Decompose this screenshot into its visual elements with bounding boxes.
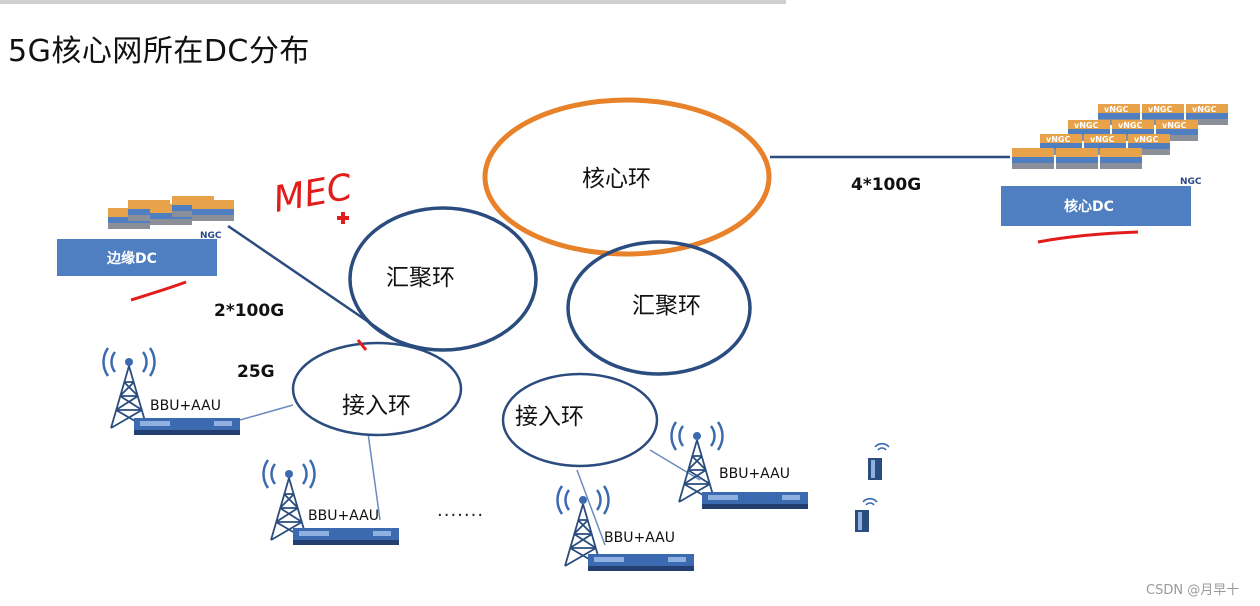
edge-link-speed: 2*100G — [214, 301, 284, 321]
edge-dc-box — [57, 239, 217, 276]
edge-dc-label: 边缘DC — [106, 250, 157, 267]
edge-dc: NGC 边缘DC — [57, 196, 234, 276]
underline-edge-dc — [130, 280, 187, 302]
small-antenna-icon-2 — [855, 497, 878, 532]
access-ring-left — [291, 341, 463, 437]
core-dc-label: 核心DC — [1064, 198, 1114, 215]
tower-icon — [102, 346, 156, 430]
access-link-bs3 — [576, 469, 606, 546]
access-link-bs1 — [239, 404, 294, 421]
core-dc-box — [1001, 186, 1191, 226]
base-station-3: BBU+AAU — [556, 484, 694, 571]
core-vngc-text-6: vNGC — [1162, 121, 1186, 130]
access-link-bs4 — [649, 449, 701, 481]
more-base-stations-ellipsis: ....... — [437, 500, 484, 521]
core-vngc-text-9: vNGC — [1134, 135, 1158, 144]
tower-icon — [670, 420, 724, 504]
base-station-2: BBU+AAU — [262, 458, 399, 545]
bs2-label: BBU+AAU — [308, 508, 379, 524]
core-vngc-text-7: vNGC — [1046, 135, 1070, 144]
mec-annotation: MEC — [130, 167, 1139, 351]
aggregation-ring-right — [566, 240, 752, 376]
access-ring-right-label: 接入环 — [515, 404, 584, 430]
aggregation-ring-right-label: 汇聚环 — [632, 293, 701, 319]
bs1-label: BBU+AAU — [150, 398, 221, 414]
bs3-label: BBU+AAU — [604, 530, 675, 546]
bbu-unit-icon — [588, 554, 694, 571]
access-ring-right — [501, 372, 659, 468]
page-title: 5G核心网所在DC分布 — [8, 34, 310, 69]
core-vngc-text-1: vNGC — [1104, 105, 1128, 114]
bbu-unit-icon — [293, 528, 399, 545]
small-antenna-icon-1 — [868, 442, 890, 480]
aggregation-ring-left — [348, 206, 538, 352]
csdn-watermark: CSDN @月早十 — [1146, 583, 1239, 598]
base-station-4: BBU+AAU — [670, 420, 808, 509]
core-ring — [482, 97, 772, 257]
core-ngc-text: NGC — [1180, 177, 1202, 187]
bbu-unit-icon — [134, 418, 240, 435]
access-ring-left-label: 接入环 — [342, 393, 411, 419]
access-link-bs2 — [367, 432, 381, 521]
core-link-speed: 4*100G — [851, 175, 921, 195]
base-station-1: BBU+AAU — [102, 346, 240, 435]
core-vngc-text-5: vNGC — [1118, 121, 1142, 130]
core-vngc-text-8: vNGC — [1090, 135, 1114, 144]
core-vngc-text-3: vNGC — [1192, 105, 1216, 114]
underline-core-dc — [1037, 230, 1139, 244]
bs4-label: BBU+AAU — [719, 466, 790, 482]
red-tick-mark — [356, 339, 368, 351]
core-vngc-text-4: vNGC — [1074, 121, 1098, 130]
red-plus-icon — [337, 212, 349, 224]
core-vngc-text-2: vNGC — [1148, 105, 1172, 114]
core-ring-label: 核心环 — [582, 166, 651, 192]
core-dc: vNGC vNGC vNGC vNGC vNGC vNGC vNGC vNGC … — [1001, 104, 1228, 226]
aggregation-ring-left-label: 汇聚环 — [386, 265, 455, 291]
bbu-unit-icon — [702, 492, 808, 509]
top-divider-bar — [0, 0, 786, 4]
edge-ngc-text: NGC — [200, 231, 222, 241]
access-link-speed: 25G — [237, 362, 275, 382]
